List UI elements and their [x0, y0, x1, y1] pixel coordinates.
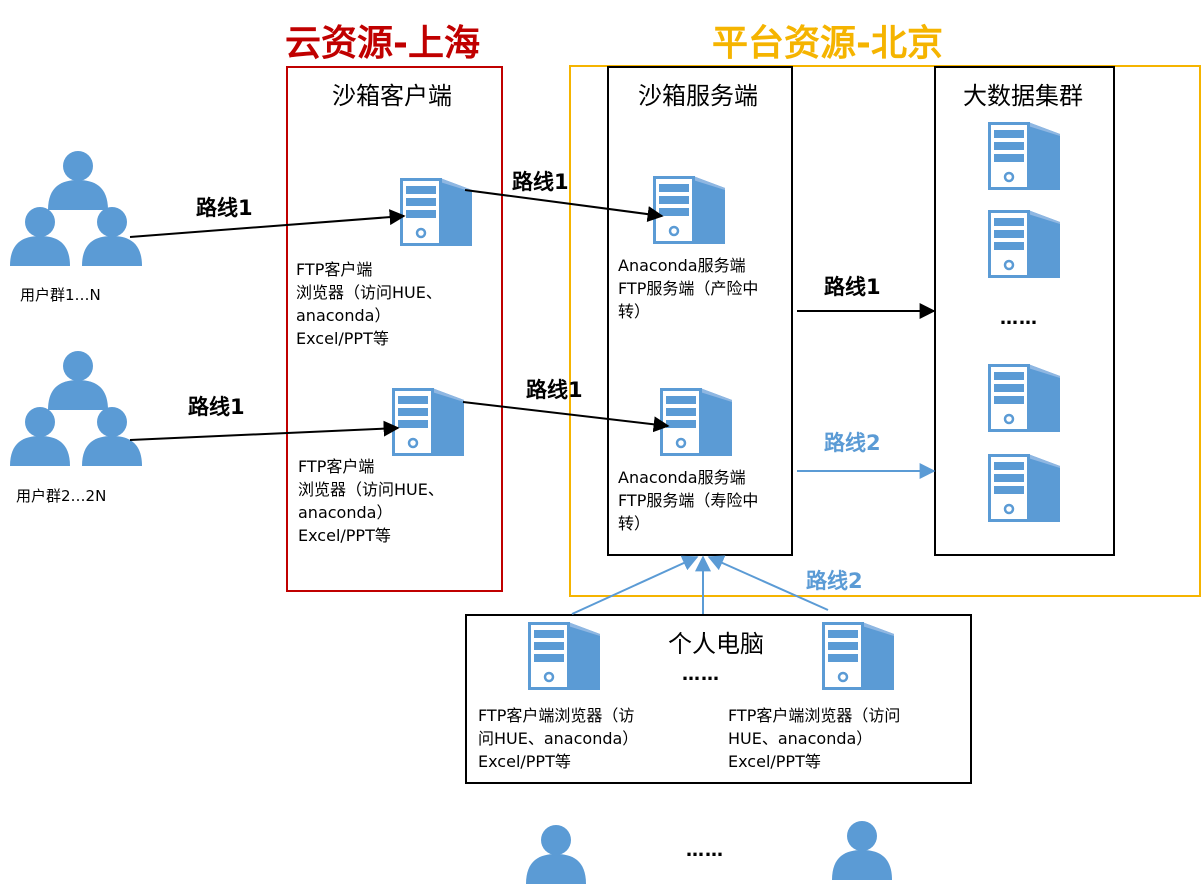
route1-arrow-group1-to-client	[129, 209, 406, 238]
platform-region-title: 平台资源-北京	[712, 23, 943, 64]
user-group-2-label: 用户群2…2N	[16, 487, 107, 505]
server-2-description: Anaconda服务端 FTP服务端（寿险中 转）	[618, 468, 759, 533]
sandbox-client-title: 沙箱客户端	[332, 82, 452, 110]
server-1-description: Anaconda服务端 FTP服务端（产险中 转）	[618, 256, 759, 321]
route1-label: 路线1	[512, 170, 569, 194]
pc-right-description: FTP客户端浏览器（访问 HUE、anaconda） Excel/PPT等	[728, 706, 901, 771]
route1-arrow-client1-to-server1	[464, 189, 664, 223]
sandbox-server-panel	[607, 66, 793, 556]
route1-arrow-client2-to-server2	[462, 401, 670, 433]
route1-label: 路线1	[526, 378, 583, 402]
user-group-1-label: 用户群1…N	[20, 286, 101, 304]
route1-label: 路线1	[824, 275, 881, 299]
sandbox-server-title: 沙箱服务端	[638, 82, 758, 110]
route2-label: 路线2	[824, 431, 881, 455]
pc-ellipsis: ……	[682, 664, 720, 685]
route2-arrow-pc-right-to-server	[707, 555, 829, 611]
cloud-region-frame	[286, 66, 503, 592]
route1-arrow-group2-to-client	[129, 420, 400, 441]
personal-computer-title: 个人电脑	[668, 630, 764, 658]
route2-label: 路线2	[806, 569, 863, 593]
route1-label: 路线1	[188, 395, 245, 419]
platform-region-frame	[569, 65, 1201, 597]
client-1-description: FTP客户端 浏览器（访问HUE、 anaconda） Excel/PPT等	[296, 260, 442, 348]
bottom-ellipsis: ……	[686, 840, 724, 861]
bigdata-ellipsis: ……	[1000, 308, 1038, 329]
pc-left-description: FTP客户端浏览器（访 问HUE、anaconda） Excel/PPT等	[478, 706, 639, 771]
route1-label: 路线1	[196, 196, 253, 220]
route2-arrow-pc-left-to-server	[571, 555, 699, 615]
cloud-region-title: 云资源-上海	[285, 23, 480, 64]
bigdata-cluster-title: 大数据集群	[963, 82, 1083, 110]
client-2-description: FTP客户端 浏览器（访问HUE、 anaconda） Excel/PPT等	[298, 457, 444, 545]
personal-computer-panel	[465, 614, 972, 784]
